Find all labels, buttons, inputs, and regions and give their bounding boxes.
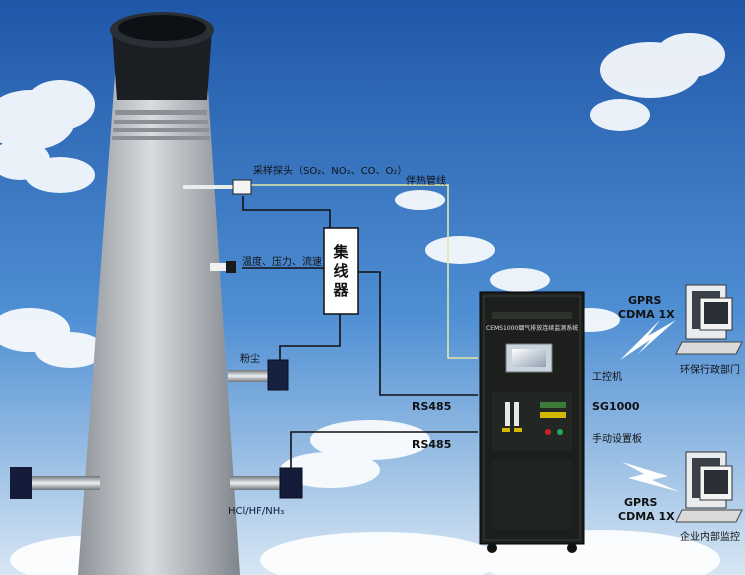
sg1000-label: SG1000 (592, 400, 640, 413)
cdma-top-label: CDMA 1X (618, 308, 675, 321)
acid-gas-analyzer (230, 467, 303, 499)
rs485-top-label: RS485 (412, 400, 452, 413)
dust-meter (228, 359, 289, 391)
analyzer-cabinet (479, 291, 585, 553)
env-dept-label: 环保行政部门 (680, 365, 740, 376)
dust-label: 粉尘 (240, 354, 260, 365)
enterprise-label: 企业内部监控 (680, 532, 740, 543)
hub-label: 集线器 (331, 243, 350, 301)
chimney (78, 12, 240, 575)
cabinet-title: CEMS1000烟气排放连续监测系统 (486, 325, 579, 332)
sampling-probe (183, 179, 252, 195)
computer-bottom-icon (675, 451, 743, 523)
signal-bolt-top-icon (620, 320, 676, 360)
hub-box (323, 227, 359, 315)
computer-top-icon (675, 284, 743, 355)
temp-sensor (210, 261, 236, 273)
signal-bolt-bottom-icon (622, 462, 680, 492)
gprs-top-label: GPRS (628, 294, 662, 307)
heated-line (248, 184, 478, 359)
temp-pressure-flow-label: 温度、压力、流速 (242, 257, 322, 268)
cdma-bottom-label: CDMA 1X (618, 510, 675, 523)
acid-gas-label: HCl/HF/NH₃ (228, 506, 285, 517)
wires (242, 196, 478, 470)
rs485-bottom-label: RS485 (412, 438, 452, 451)
heated-line-label: 伴热管线 (406, 176, 446, 187)
gprs-bottom-label: GPRS (624, 496, 658, 509)
sampling-probe-label: 采样探头（SO₂、NO₂、CO、O₂） (253, 166, 408, 177)
left-pipe (10, 467, 100, 499)
manual-panel-label: 手动设置板 (592, 434, 642, 445)
clouds (0, 33, 725, 575)
ipc-label: 工控机 (592, 372, 622, 383)
